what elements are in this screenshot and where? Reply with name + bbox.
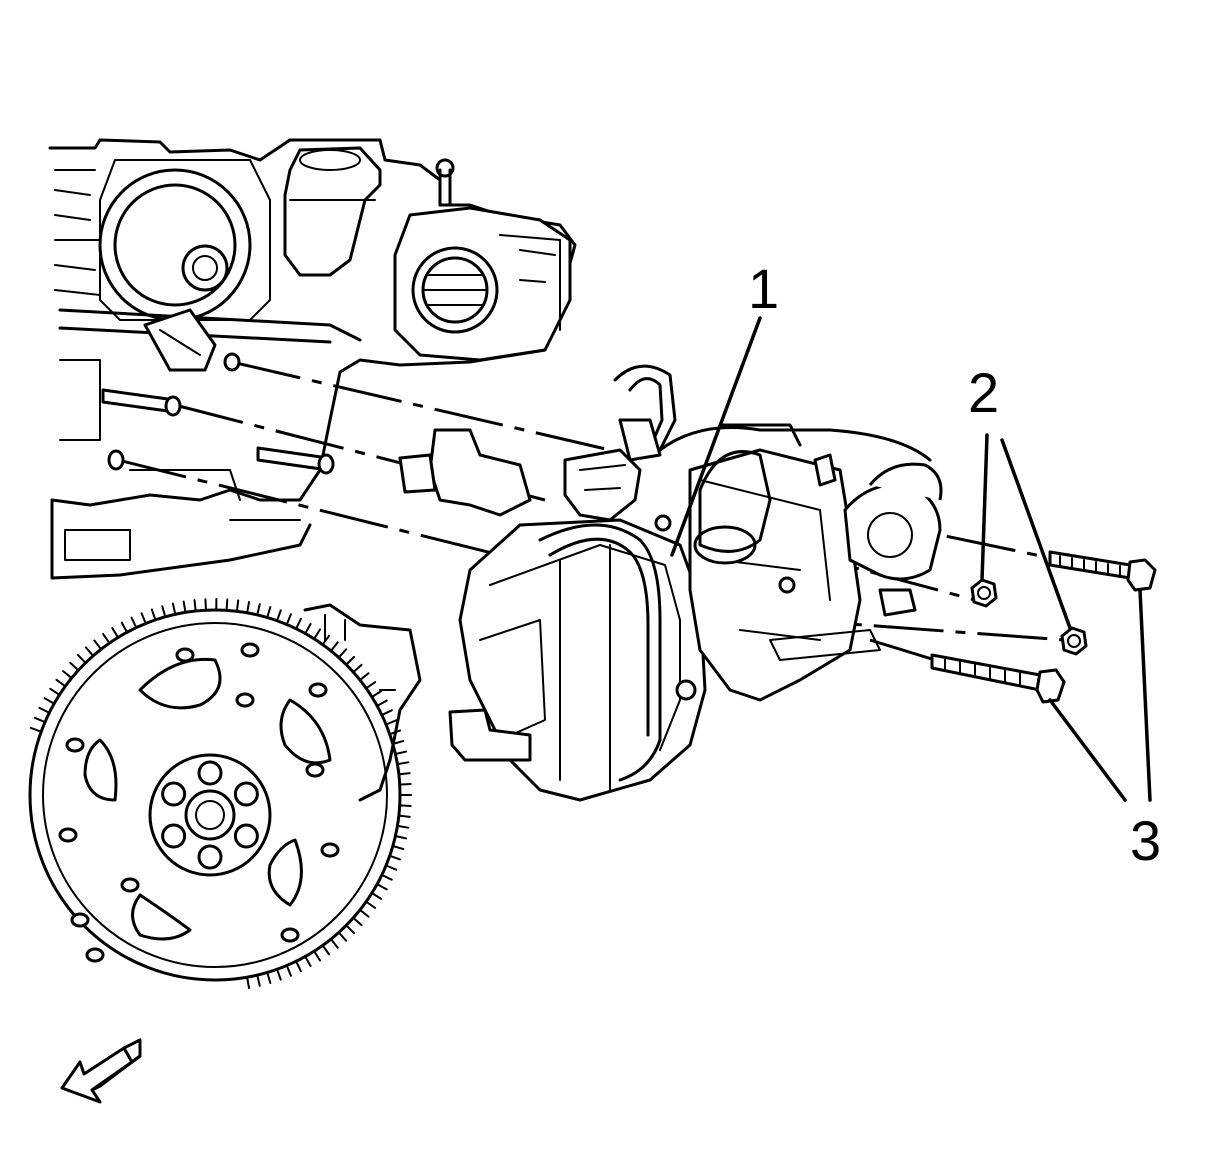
component-3-bolts: [930, 550, 1157, 704]
callout-1: 1: [748, 257, 779, 320]
leader-lines: [670, 316, 1152, 802]
component-2-nuts: [970, 578, 1088, 656]
engine-block: [48, 138, 577, 580]
callout-2: 2: [968, 361, 999, 424]
view-direction-arrow-icon: [60, 1038, 142, 1104]
flexplate: [28, 598, 422, 990]
component-1-assembly: [398, 364, 943, 802]
dowel-pins: [101, 352, 335, 475]
callout-3: 3: [1130, 809, 1161, 872]
